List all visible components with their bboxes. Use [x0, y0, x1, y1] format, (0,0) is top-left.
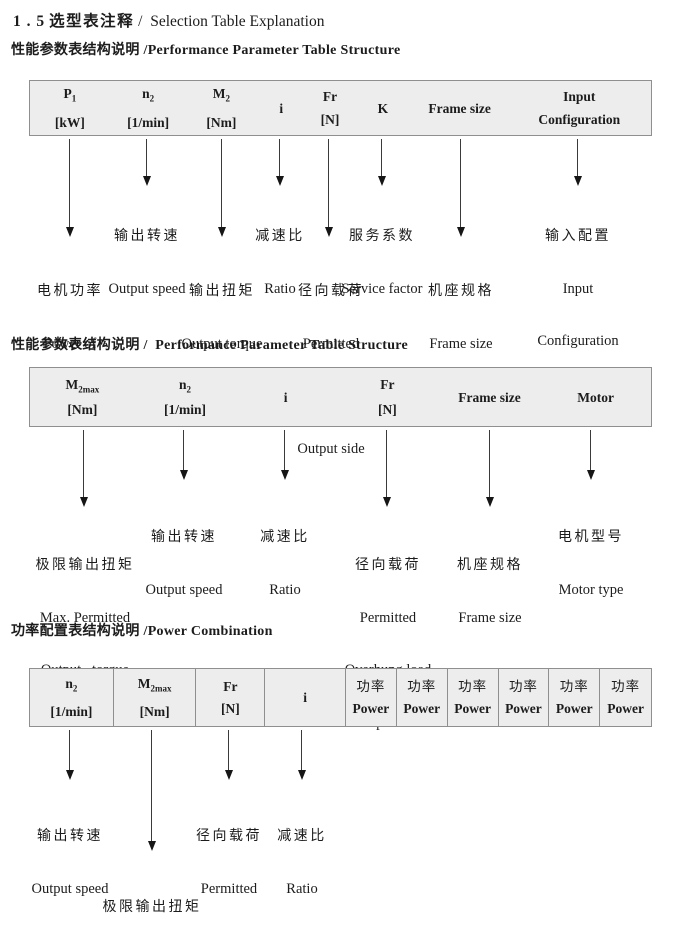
title-english: / Selection Table Explanation [138, 13, 325, 30]
col-n2-unit: [1/min] [127, 114, 170, 130]
col-n2-unit: [1/min] [163, 402, 206, 417]
col-m2-unit: [Nm] [206, 114, 237, 130]
col-input-line2: Configuration [538, 112, 621, 127]
label-s2-overhung-load: 径向载荷 Permitted Overhung load Output side [345, 558, 432, 731]
col-ratio-symbol: i [303, 690, 307, 705]
label-s1-frame-size: 机座规格 Frame size [428, 284, 494, 352]
arrow-s1-p1 [65, 139, 74, 237]
col-fr: Fr [N] [306, 81, 354, 135]
label-s1-output-torque: 输出扭矩 Output torque [181, 284, 263, 352]
col-m2max-unit: [Nm] [67, 402, 98, 417]
section-number: 1 . 5 [13, 13, 46, 30]
col-n2: n2 [1/min] [110, 81, 187, 135]
label-s3-overhung-load: 径向载荷 Permitted Overhung load Output side [195, 829, 262, 897]
section3-heading: 功率配置表结构说明 /Power Combination [11, 624, 273, 639]
col-power-4: 功率 Power [497, 669, 549, 726]
col-frame-size-symbol: Frame size [428, 100, 491, 116]
col-motor-symbol: Motor [577, 389, 615, 405]
section1-heading: 性能参数表结构说明 /Performance Parameter Table S… [11, 43, 401, 58]
col-fr-unit: [N] [220, 701, 240, 716]
arrow-s2-n2 [179, 430, 188, 480]
label-s2-motor-type: 电机型号 Motor type [558, 530, 624, 598]
col-power-5: 功率 Power [548, 669, 599, 726]
label-s1-output-speed: 输出转速 Output speed [108, 229, 186, 297]
arrow-s1-n2 [142, 139, 151, 186]
col-fr-unit: [N] [377, 402, 397, 417]
section1-header-table: P1 [kW] n2 [1/min] M2 [Nm] i Fr [N] K Fr… [29, 80, 652, 136]
col-input-config: Input Configuration [507, 81, 651, 135]
col-p1: P1 [kW] [30, 81, 110, 135]
label-s3-output-speed: 输出转速 Output speed [31, 829, 109, 897]
col-m2max: M2max [Nm] [30, 368, 135, 426]
col-m2max: M2max [Nm] [112, 669, 196, 726]
arrow-s1-k [377, 139, 386, 186]
col-fr-unit: [N] [320, 112, 340, 127]
label-s2-ratio: 减速比 Ratio [260, 530, 310, 598]
col-n2-symbol: n2 [142, 86, 155, 104]
col-m2max-symbol: M2max [65, 377, 100, 395]
col-p1-unit: [kW] [54, 114, 85, 130]
col-input-line1: Input [563, 89, 596, 104]
col-n2-unit: [1/min] [50, 703, 93, 719]
arrow-s3-fr [224, 730, 233, 780]
arrow-s2-motor [586, 430, 595, 480]
col-power-6: 功率 Power [599, 669, 651, 726]
label-s3-max-output-torque: 极限输出扭矩 Max. Permitted Output torque [102, 900, 202, 915]
label-s1-service-factor: 服务系数 Service factor [341, 229, 423, 297]
col-power-2: 功率 Power [395, 669, 447, 726]
label-s3-ratio: 减速比 Ratio [277, 829, 327, 897]
arrow-s1-ratio [275, 139, 284, 186]
arrow-s2-fr [382, 430, 391, 507]
col-frame-size-symbol: Frame size [458, 389, 521, 405]
col-k-symbol: K [377, 100, 389, 116]
col-power-1: 功率 Power [344, 669, 396, 726]
col-ratio: i [264, 669, 345, 726]
col-n2: n2 [1/min] [30, 669, 113, 726]
arrow-s3-ratio [297, 730, 306, 780]
col-ratio-symbol: i [283, 389, 288, 405]
arrow-s2-frame-size [485, 430, 494, 507]
label-s2-output-speed: 输出转速 Output speed [145, 530, 223, 598]
col-n2: n2 [1/min] [135, 368, 236, 426]
arrow-s1-fr [324, 139, 333, 237]
col-m2: M2 [Nm] [187, 81, 257, 135]
col-fr-symbol: Fr [380, 377, 395, 392]
col-fr: Fr [N] [195, 669, 264, 726]
col-k: K [354, 81, 412, 135]
label-s1-ratio: 减速比 Ratio [255, 229, 305, 297]
col-n2-symbol: n2 [178, 377, 191, 395]
col-ratio: i [235, 368, 336, 426]
col-frame-size: Frame size [412, 81, 508, 135]
arrow-s2-m2max [79, 430, 88, 507]
section2-heading: 性能参数表结构说明 / Performance Parameter Table … [11, 338, 409, 353]
col-m2-symbol: M2 [212, 86, 231, 104]
arrow-s2-ratio [280, 430, 289, 480]
col-ratio-symbol: i [279, 100, 284, 116]
col-power-3: 功率 Power [446, 669, 498, 726]
col-p1-symbol: P1 [63, 86, 77, 104]
col-m2max-symbol: M2max [137, 676, 172, 694]
col-ratio: i [256, 81, 306, 135]
col-m2max-unit: [Nm] [139, 703, 170, 719]
arrow-s1-frame-size [456, 139, 465, 237]
title-cjk: 选型表注释 [49, 13, 135, 30]
arrow-s1-input-config [573, 139, 582, 186]
col-motor: Motor [540, 368, 651, 426]
section3-header-table: n2 [1/min] M2max [Nm] Fr [N] i 功率 Power … [29, 668, 652, 727]
col-n2-symbol: n2 [65, 676, 78, 694]
label-s2-frame-size: 机座规格 Frame size [457, 558, 523, 626]
section2-header-table: M2max [Nm] n2 [1/min] i Fr [N] Frame siz… [29, 367, 652, 427]
col-fr: Fr [N] [336, 368, 439, 426]
label-s1-input-configuration: 输入配置 Input Configuration [537, 229, 619, 349]
arrow-s1-m2 [217, 139, 226, 237]
col-frame-size: Frame size [439, 368, 541, 426]
arrow-s3-m2max [147, 730, 156, 851]
col-fr-symbol: Fr [322, 89, 338, 104]
arrow-s3-n2 [65, 730, 74, 780]
col-fr-symbol: Fr [223, 679, 238, 694]
